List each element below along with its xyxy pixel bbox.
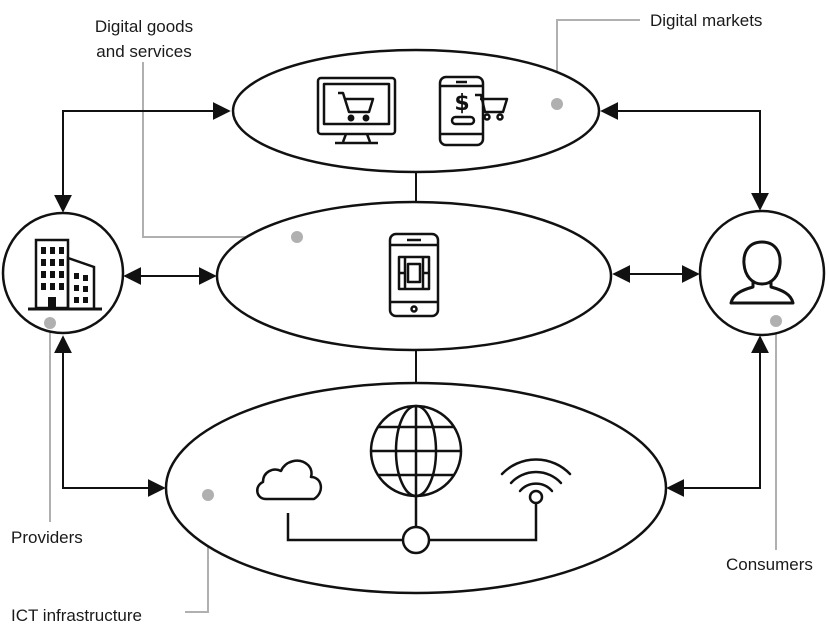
user-icon — [729, 240, 795, 305]
digital-markets-label: Digital markets — [650, 11, 763, 30]
digital-goods-label: Digital goods and services — [74, 14, 214, 64]
mobile-video-icon — [388, 232, 440, 318]
digital-markets-ellipse — [231, 48, 601, 174]
network-node-icon — [286, 496, 538, 555]
cloud-icon — [256, 459, 323, 501]
svg-text:$: $ — [454, 91, 469, 116]
providers-label: Providers — [11, 528, 83, 547]
arrow-markets-consumers — [600, 102, 769, 211]
digital-goods-label-line2: and services — [96, 42, 192, 61]
digital-goods-ellipse — [215, 200, 613, 352]
globe-icon — [369, 404, 463, 498]
arrows — [54, 102, 769, 497]
arrow-providers-markets — [54, 102, 231, 213]
arrow-providers-ict — [54, 335, 166, 497]
office-building-icon — [28, 238, 102, 311]
digital-goods-label-line1: Digital goods — [94, 17, 194, 36]
shopping-cart-monitor-icon — [316, 76, 397, 145]
mobile-payment-cart-icon: $ — [438, 75, 509, 147]
consumers-circle — [698, 209, 826, 337]
ict-infrastructure-label: ICT infrastructure — [11, 606, 143, 625]
consumers-label: Consumers — [726, 555, 813, 574]
arrow-ict-consumers — [666, 335, 769, 497]
